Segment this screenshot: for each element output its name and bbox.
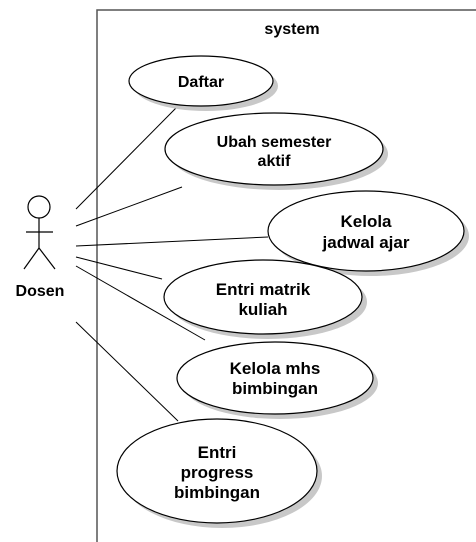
use-case-label-line3: bimbingan [174,483,260,502]
association-ubah-semester-aktif [75,186,183,227]
use-case-ellipse [267,190,465,272]
use-case-ellipse [163,259,363,335]
system-boundary [96,9,476,542]
system-label: system [264,21,319,38]
actor-left-leg [23,247,40,270]
use-case-label: Daftar [178,74,224,91]
actor-dosen: Dosen [16,195,65,300]
use-case-label-line2: aktif [258,153,292,170]
actor-right-leg [38,247,56,270]
use-case-ellipse [164,112,384,186]
use-case-label-line2: bimbingan [232,379,318,398]
use-case-ellipse [176,341,374,415]
use-case-label-line1: Entri matrik [216,280,311,299]
association-entri-progress-bimbingan [75,321,179,422]
associations [75,107,269,422]
association-entri-matrik-kuliah [75,256,163,280]
use-case-label-line1: Kelola mhs [230,359,321,378]
use-case-daftar: Daftar [128,55,278,111]
use-case-entri-progress-bimbingan: Entri progress bimbingan [116,418,322,528]
actor-head-icon [27,195,51,219]
use-case-ellipse [128,55,274,107]
use-case-label-line2: kuliah [238,300,287,319]
use-case-kelola-mhs-bimbingan: Kelola mhs bimbingan [176,341,378,419]
use-case-entri-matrik-kuliah: Entri matrik kuliah [163,259,367,339]
association-kelola-mhs-bimbingan [75,265,206,341]
use-case-label-line2: jadwal ajar [322,233,410,252]
use-case-label-line2: progress [181,463,254,482]
use-case-ellipse [116,418,318,524]
use-case-label-line1: Entri [198,443,237,462]
use-case-label-line1: Ubah semester [217,134,332,151]
actor-label: Dosen [16,283,65,300]
association-kelola-jadwal-ajar [75,236,269,247]
use-case-label-line1: Kelola [340,212,392,231]
association-daftar [75,107,177,210]
use-case-kelola-jadwal-ajar: Kelola jadwal ajar [267,190,469,276]
use-case-ubah-semester-aktif: Ubah semester aktif [164,112,388,190]
